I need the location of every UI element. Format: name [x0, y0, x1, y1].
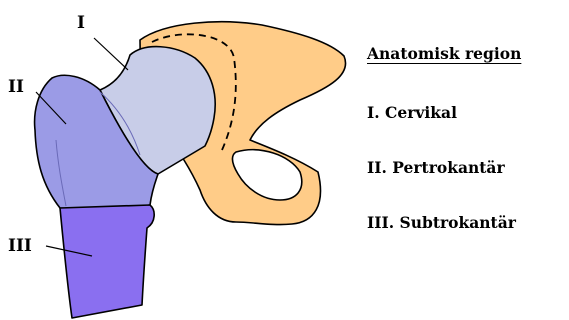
label-region-2: II	[8, 77, 24, 97]
region-subtrochanteric	[60, 205, 154, 318]
label-region-1: I	[77, 13, 85, 33]
legend-title: Anatomisk region	[367, 44, 521, 63]
legend-item-pertrochanteric: II. Pertrokantär	[367, 158, 505, 177]
legend-item-cervical: I. Cervikal	[367, 103, 457, 122]
leader-line-region-1	[94, 38, 128, 70]
label-region-3: III	[8, 236, 32, 256]
legend-item-subtrochanteric: III. Subtrokantär	[367, 213, 516, 232]
